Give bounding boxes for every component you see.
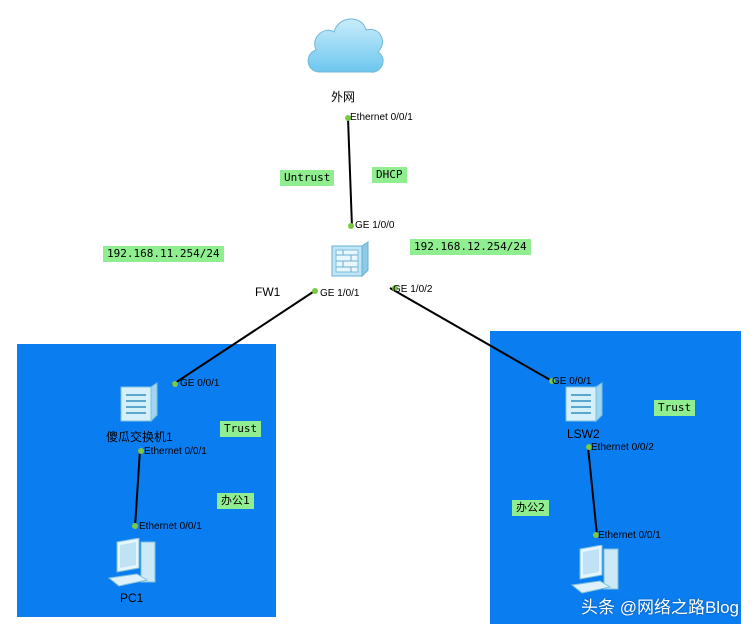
port-label: GE 0/0/1 [552,376,592,387]
switch-icon[interactable] [117,381,161,423]
cloud-label: 外网 [331,90,356,104]
link-sw1-pc1 [134,449,141,528]
dhcp-tag: DHCP [372,167,407,183]
link-cloud-fw [347,117,353,228]
port-label: Ethernet 0/0/1 [139,521,202,532]
port-label: GE 1/0/1 [320,288,360,299]
port-label: GE 1/0/0 [355,220,395,231]
ip-tag-right: 192.168.12.254/24 [410,239,531,255]
ip-tag-left: 192.168.11.254/24 [103,246,224,262]
link-fw-sw2 [389,287,553,382]
port-label: Ethernet 0/0/1 [598,530,661,541]
port-dot [138,448,144,454]
port-label: GE 0/0/1 [180,378,220,389]
port-dot [172,381,178,387]
port-label: Ethernet 0/0/2 [591,442,654,453]
port-dot [549,378,555,384]
port-dot [348,223,354,229]
pc-icon[interactable] [107,537,161,588]
switch-icon[interactable] [562,381,606,423]
pc1-label: PC1 [120,591,144,605]
link-sw2-pc2 [587,446,598,536]
switch2-label: LSW2 [567,427,600,441]
zone-tag-office2: 办公2 [512,500,549,516]
pc-icon[interactable] [570,544,624,595]
port-dot [312,288,318,294]
port-dot [132,523,138,529]
watermark: 头条 @网络之路Blog [580,598,739,617]
switch1-label: 傻瓜交换机1 [106,430,173,444]
port-label: GE 1/0/2 [393,284,433,295]
zone-tag-trust-right: Trust [654,400,696,416]
port-dot [586,444,592,450]
firewall-icon[interactable] [328,240,372,280]
port-label: Ethernet 0/0/1 [144,446,207,457]
cloud-icon[interactable] [302,10,388,82]
port-dot [392,285,398,291]
port-dot [593,532,599,538]
link-fw-sw1 [171,289,317,386]
zone-tag-trust-left: Trust [220,421,262,437]
firewall-label: FW1 [255,285,281,299]
zone-tag-office1: 办公1 [217,493,254,509]
port-label: Ethernet 0/0/1 [350,112,413,123]
zone-tag-untrust: Untrust [280,170,335,186]
port-dot [345,115,351,121]
